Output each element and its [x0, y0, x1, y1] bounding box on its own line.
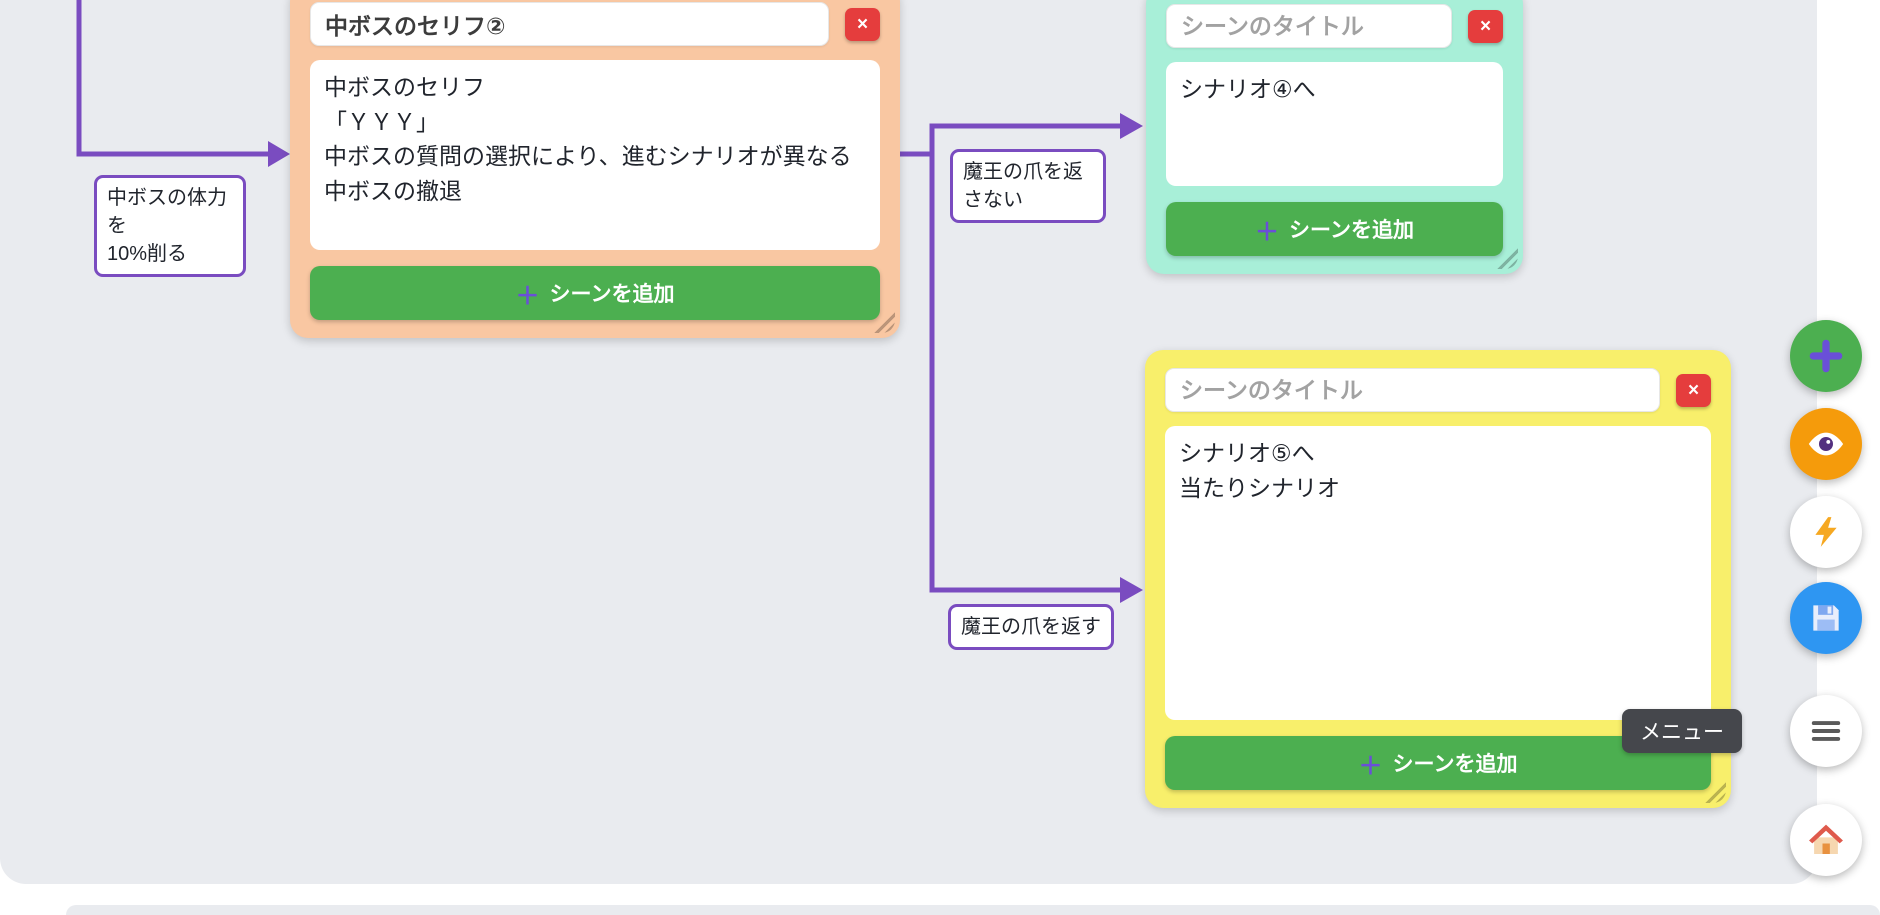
- plus-icon: ＋: [515, 282, 540, 310]
- menu-button[interactable]: [1790, 695, 1862, 767]
- scene-body-textarea[interactable]: シナリオ⑤へ 当たりシナリオ: [1165, 426, 1711, 720]
- quick-action-button[interactable]: [1790, 496, 1862, 568]
- close-node-button[interactable]: ×: [1468, 9, 1503, 43]
- scene-title-input[interactable]: [1166, 4, 1452, 48]
- menu-icon: [1811, 721, 1841, 741]
- scene-node-scenario-5[interactable]: × シナリオ⑤へ 当たりシナリオ ＋ シーンを追加: [1145, 350, 1731, 808]
- plus-icon: [1809, 339, 1843, 373]
- flow-canvas[interactable]: 中ボスの体力を 10%削る 魔王の爪を返さない 魔王の爪を返す × 中ボスのセリ…: [0, 0, 1817, 884]
- add-scene-label: シーンを追加: [1289, 219, 1414, 242]
- scene-body-textarea[interactable]: シナリオ④へ: [1166, 62, 1503, 186]
- scene-title-input[interactable]: [310, 2, 829, 46]
- edge-label[interactable]: 魔王の爪を返さない: [950, 149, 1106, 223]
- save-icon: [1813, 605, 1839, 631]
- close-node-button[interactable]: ×: [845, 7, 880, 41]
- node-header: ×: [310, 2, 880, 46]
- add-scene-button[interactable]: ＋ シーンを追加: [1166, 202, 1503, 256]
- plus-icon: ＋: [1358, 752, 1383, 780]
- edge-label[interactable]: 魔王の爪を返す: [948, 604, 1114, 650]
- add-scene-button[interactable]: ＋ シーンを追加: [1165, 736, 1711, 790]
- edge-label[interactable]: 中ボスの体力を 10%削る: [94, 175, 246, 277]
- close-icon: ×: [1479, 15, 1492, 37]
- menu-tooltip: メニュー: [1622, 709, 1742, 753]
- add-node-button[interactable]: [1790, 320, 1862, 392]
- close-node-button[interactable]: ×: [1676, 373, 1711, 407]
- scene-body-textarea[interactable]: 中ボスのセリフ 「ＹＹＹ」 中ボスの質問の選択により、進むシナリオが異なる 中ボ…: [310, 60, 880, 250]
- add-scene-label: シーンを追加: [549, 283, 675, 306]
- home-button[interactable]: [1790, 804, 1862, 876]
- node-header: ×: [1166, 4, 1503, 48]
- close-icon: ×: [856, 13, 869, 35]
- eye-icon: [1808, 432, 1844, 456]
- preview-eye-button[interactable]: [1790, 408, 1862, 480]
- add-scene-button[interactable]: ＋ シーンを追加: [310, 266, 880, 320]
- scene-node-midboss[interactable]: × 中ボスのセリフ 「ＹＹＹ」 中ボスの質問の選択により、進むシナリオが異なる …: [290, 0, 900, 338]
- close-icon: ×: [1687, 379, 1700, 401]
- scene-title-input[interactable]: [1165, 368, 1660, 412]
- save-button[interactable]: [1790, 582, 1862, 654]
- node-header: ×: [1165, 368, 1711, 412]
- scene-node-scenario-4[interactable]: × シナリオ④へ ＋ シーンを追加: [1146, 0, 1523, 274]
- home-icon: [1809, 824, 1843, 854]
- plus-icon: ＋: [1255, 218, 1280, 246]
- next-board-edge: [66, 905, 1880, 915]
- lightning-icon: [1815, 517, 1837, 547]
- add-scene-label: シーンを追加: [1392, 753, 1518, 776]
